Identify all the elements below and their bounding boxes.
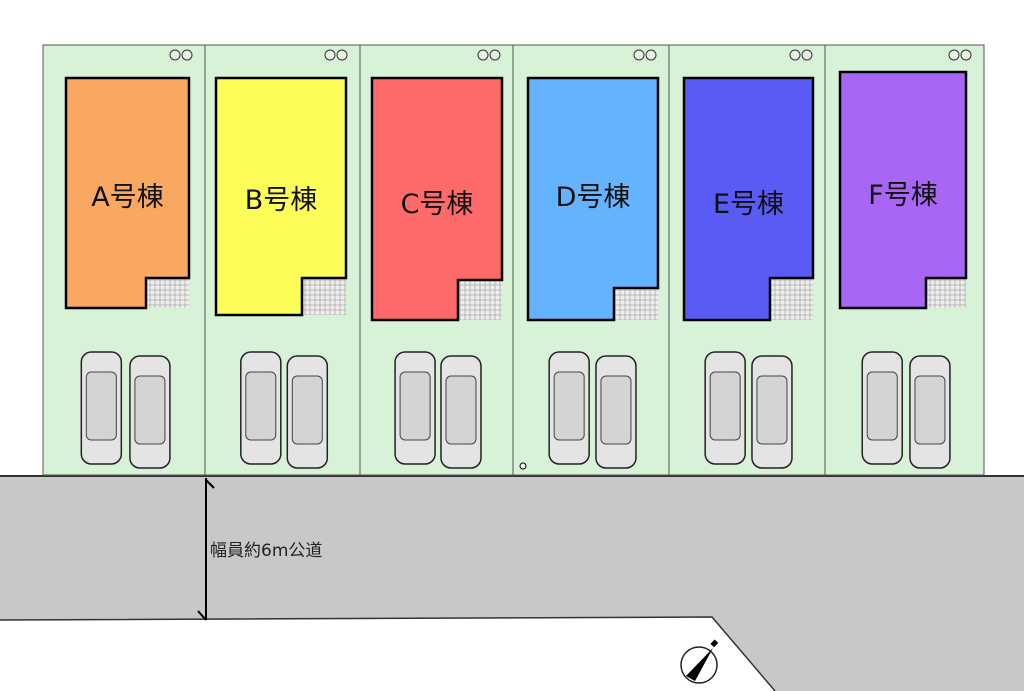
lot-e xyxy=(668,44,826,476)
lot-d xyxy=(512,44,670,476)
car-roof xyxy=(600,375,632,445)
tree-icon xyxy=(948,49,960,61)
car-icon xyxy=(129,355,171,469)
car-icon xyxy=(861,351,903,465)
north-mark xyxy=(710,639,719,648)
building xyxy=(214,76,348,317)
lot-b xyxy=(204,44,361,476)
car-icon xyxy=(80,351,123,465)
car-icon xyxy=(240,351,282,465)
tree-icon xyxy=(633,49,645,61)
tree-icon xyxy=(789,49,801,61)
tree-icon xyxy=(324,49,336,61)
car-icon xyxy=(704,351,746,465)
tree-icon xyxy=(336,49,348,61)
car-icon xyxy=(440,355,482,469)
building-label: F号棟 xyxy=(868,180,938,211)
car-roof xyxy=(756,375,788,445)
valve-icon xyxy=(519,462,527,470)
car-roof xyxy=(245,371,277,441)
dimension-tick xyxy=(205,479,215,489)
building xyxy=(838,70,968,310)
north-arrow-icon xyxy=(680,639,719,684)
road-edge xyxy=(0,616,776,691)
car-roof xyxy=(291,375,323,445)
tree-icon xyxy=(477,49,489,61)
tree-icon xyxy=(489,49,501,61)
tree-icon xyxy=(169,49,181,61)
dimension-tick xyxy=(197,610,207,621)
building-label: C号棟 xyxy=(400,189,474,220)
road-label: 幅員約6m公道 xyxy=(210,541,323,561)
building-label: B号棟 xyxy=(244,185,318,216)
car-roof xyxy=(399,371,431,441)
car-icon xyxy=(751,355,793,469)
car-roof xyxy=(553,371,585,441)
car-roof xyxy=(866,371,898,441)
tree-icon xyxy=(645,49,657,61)
road xyxy=(0,476,1024,691)
car-icon xyxy=(394,351,436,465)
car-roof xyxy=(709,371,741,441)
building xyxy=(526,76,660,322)
car-icon xyxy=(909,355,951,469)
lot-f xyxy=(824,44,985,476)
porch-tiles xyxy=(926,278,966,308)
porch-tiles xyxy=(770,278,813,320)
compass-needle xyxy=(686,648,713,681)
lot-a xyxy=(42,44,206,476)
building-label: D号棟 xyxy=(555,182,631,213)
car-roof xyxy=(85,371,117,441)
car-roof xyxy=(914,375,946,445)
building xyxy=(64,76,191,310)
car-icon xyxy=(548,351,590,465)
car-roof xyxy=(134,375,166,445)
tree-icon xyxy=(960,49,972,61)
building xyxy=(370,76,504,322)
building-label: A号棟 xyxy=(91,182,164,213)
car-roof xyxy=(445,375,477,445)
porch-tiles xyxy=(302,278,346,315)
tree-icon xyxy=(181,49,193,61)
tree-icon xyxy=(801,49,813,61)
building xyxy=(682,76,815,322)
porch-tiles xyxy=(614,288,658,320)
porch-tiles xyxy=(458,280,502,320)
car-icon xyxy=(595,355,637,469)
building-label: E号棟 xyxy=(712,189,785,220)
porch-tiles xyxy=(146,278,189,308)
lot-c xyxy=(359,44,514,476)
car-icon xyxy=(286,355,329,469)
